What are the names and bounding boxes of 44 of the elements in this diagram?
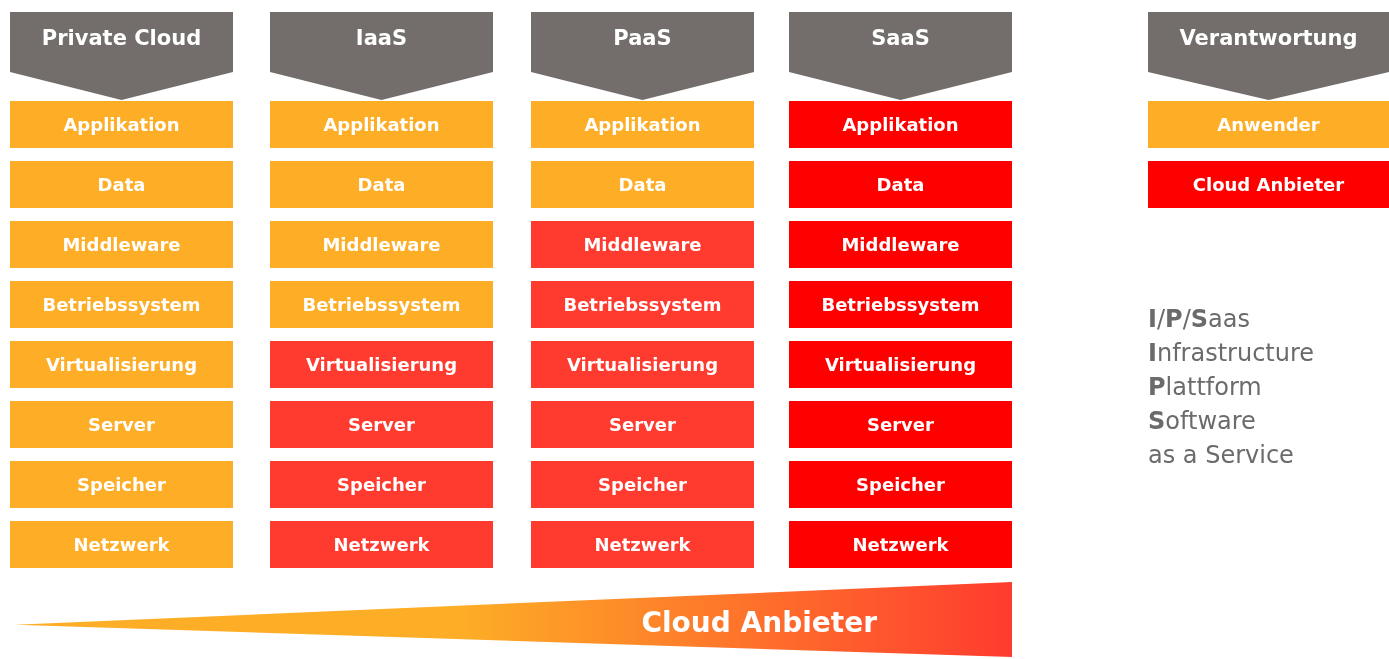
- layer-block: Netzwerk: [10, 521, 233, 568]
- legend-item: Cloud Anbieter: [1148, 161, 1389, 208]
- layer-block: Server: [531, 401, 754, 448]
- acronym-note: Software: [1148, 407, 1256, 435]
- layer-block: Data: [10, 161, 233, 208]
- layer-block: Middleware: [531, 221, 754, 268]
- acronym-note: as a Service: [1148, 441, 1294, 469]
- layer-block: Data: [789, 161, 1012, 208]
- chevron-header: Verantwortung: [1148, 12, 1389, 100]
- layer-block: Applikation: [10, 101, 233, 148]
- layer-block: Virtualisierung: [531, 341, 754, 388]
- layer-block: Betriebssystem: [531, 281, 754, 328]
- chevron-header: IaaS: [270, 12, 493, 100]
- layer-block: Data: [531, 161, 754, 208]
- layer-block: Netzwerk: [270, 521, 493, 568]
- layer-block: Middleware: [789, 221, 1012, 268]
- layer-block: Server: [10, 401, 233, 448]
- acronym-note: I/P/Saas: [1148, 305, 1250, 333]
- layer-block: Virtualisierung: [789, 341, 1012, 388]
- layer-block: Netzwerk: [789, 521, 1012, 568]
- layer-block: Middleware: [10, 221, 233, 268]
- layer-block: Virtualisierung: [10, 341, 233, 388]
- chevron-header: Private Cloud: [10, 12, 233, 100]
- layer-block: Data: [270, 161, 493, 208]
- layer-block: Speicher: [270, 461, 493, 508]
- layer-block: Betriebssystem: [789, 281, 1012, 328]
- layer-block: Applikation: [270, 101, 493, 148]
- layer-block: Betriebssystem: [270, 281, 493, 328]
- acronym-note: Plattform: [1148, 373, 1262, 401]
- layer-block: Betriebssystem: [10, 281, 233, 328]
- layer-block: Speicher: [789, 461, 1012, 508]
- layer-block: Netzwerk: [531, 521, 754, 568]
- chevron-header: SaaS: [789, 12, 1012, 100]
- layer-block: Server: [789, 401, 1012, 448]
- layer-block: Middleware: [270, 221, 493, 268]
- chevron-header: PaaS: [531, 12, 754, 100]
- layer-block: Speicher: [531, 461, 754, 508]
- layer-block: Virtualisierung: [270, 341, 493, 388]
- layer-block: Applikation: [789, 101, 1012, 148]
- layer-block: Server: [270, 401, 493, 448]
- acronym-note: Infrastructure: [1148, 339, 1315, 367]
- legend-item: Anwender: [1148, 101, 1389, 148]
- layer-block: Speicher: [10, 461, 233, 508]
- layer-block: Applikation: [531, 101, 754, 148]
